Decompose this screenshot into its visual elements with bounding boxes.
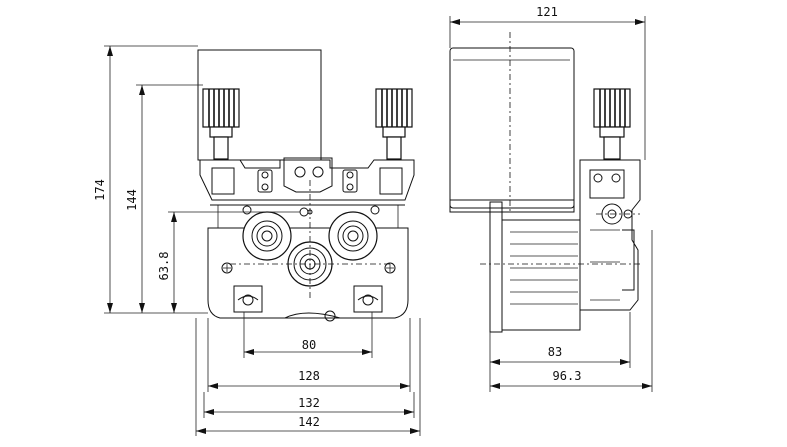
dim-label-80: 80 — [302, 338, 316, 352]
left-feed-roll — [242, 211, 292, 261]
mounting-screws — [221, 205, 396, 274]
wire-guide-slots — [233, 285, 383, 322]
left-pressure-knob — [202, 88, 240, 160]
dimension-132: 132 — [203, 392, 415, 418]
side-pressure-knob — [593, 88, 631, 160]
dim-label-83: 83 — [548, 345, 562, 359]
side-mechanism — [579, 159, 641, 311]
front-view: 174 144 63.8 80 — [93, 45, 421, 436]
dimension-174: 174 — [93, 45, 208, 314]
right-pressure-knob — [375, 88, 413, 160]
dim-label-132: 132 — [298, 396, 320, 410]
dimension-128: 128 — [207, 318, 411, 392]
dimension-96-3: 96.3 — [489, 230, 653, 392]
dimension-144: 144 — [125, 84, 203, 313]
dimension-121: 121 — [449, 5, 646, 160]
dimension-63-8: 63.8 — [157, 211, 300, 313]
dim-label-144: 144 — [125, 189, 139, 211]
motor-housing-outline — [197, 49, 322, 161]
dimension-142: 142 — [195, 318, 421, 436]
motor-body — [449, 47, 575, 213]
dim-label-142: 142 — [298, 415, 320, 429]
right-feed-roll — [328, 211, 378, 261]
side-view: 121 83 96.3 — [449, 5, 653, 392]
mounting-flange — [489, 201, 581, 333]
dim-label-96-3: 96.3 — [553, 369, 582, 383]
dim-label-63-8: 63.8 — [157, 252, 171, 281]
dimension-83: 83 — [489, 312, 631, 368]
dim-label-121: 121 — [536, 5, 558, 19]
dim-label-128: 128 — [298, 369, 320, 383]
base-plate — [207, 227, 409, 319]
dim-label-174: 174 — [93, 179, 107, 201]
dimension-80: 80 — [243, 312, 373, 358]
pressure-arms — [199, 157, 415, 217]
